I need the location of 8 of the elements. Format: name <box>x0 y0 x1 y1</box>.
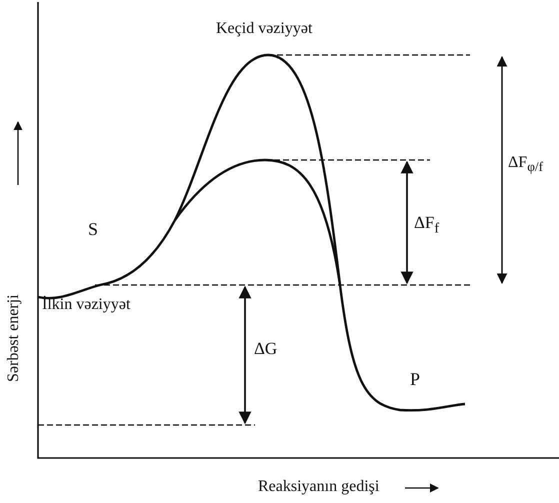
state-label: Keçid vəziyyət <box>216 20 312 38</box>
energy-label: ΔG <box>254 340 278 359</box>
state-label: S <box>88 220 98 240</box>
axis-title: Reaksiyanın gedişi <box>258 478 380 496</box>
energy-label: ΔF$_{φ/f}$ <box>508 154 544 175</box>
energy-label: ΔF$_{f}$ <box>414 214 440 237</box>
axis-title: Sərbəst enerji <box>5 294 23 382</box>
state-label: P <box>410 370 420 390</box>
